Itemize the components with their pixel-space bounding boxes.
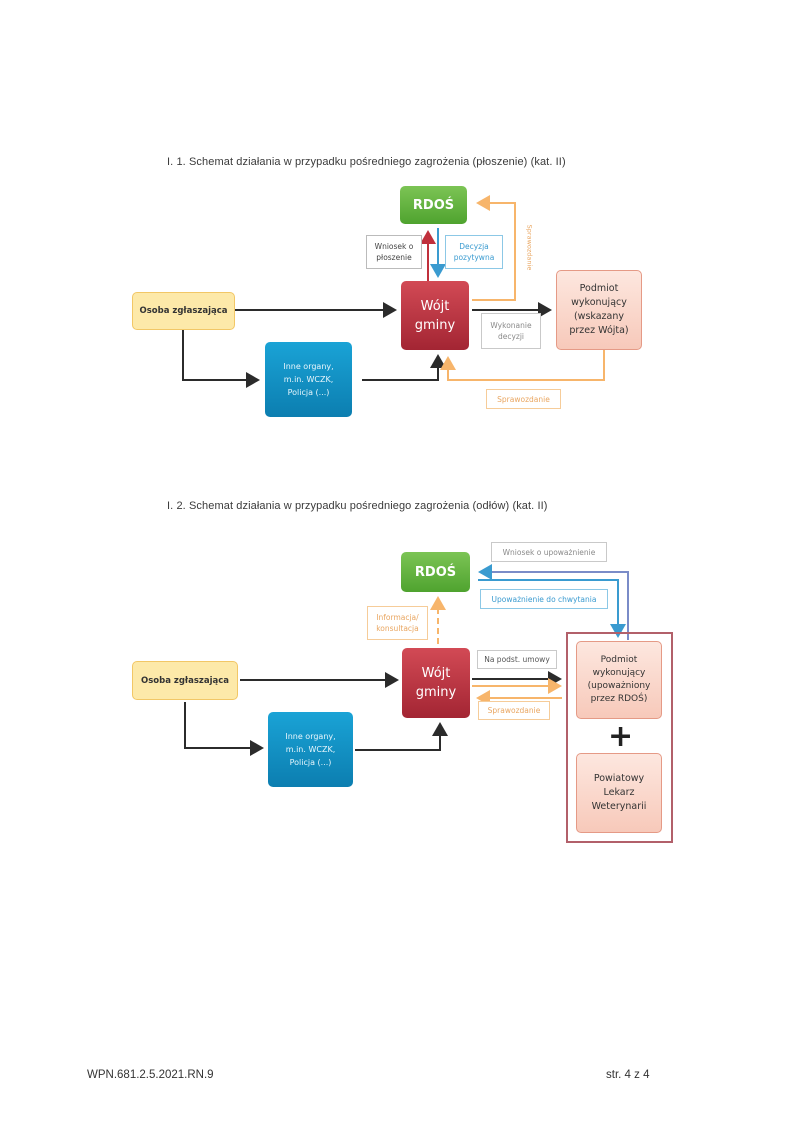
d2-podmiot-line4: przez RDOŚ) <box>590 694 648 704</box>
d1-sprawozdanie-vertical-label: Sprawozdanie <box>519 207 539 287</box>
d2-podmiot-box: Podmiot wykonujący (upoważniony przez RD… <box>576 641 662 719</box>
d2-inne-line2: m.in. WCZK, <box>285 745 336 754</box>
d1-rdos-box: RDOŚ <box>400 186 467 224</box>
d2-inne-line1: Inne organy, <box>285 732 336 741</box>
d2-inne-organy-box: Inne organy, m.in. WCZK, Policja (...) <box>268 712 353 787</box>
diagram1-title: I. 1. Schemat działania w przypadku pośr… <box>167 156 566 168</box>
d1-sprawozdanie-vertical-text: Sprawozdanie <box>525 224 534 270</box>
d2-arrows <box>184 564 629 756</box>
d2-lekarz-line3: Weterynarii <box>591 801 647 812</box>
d2-arrow-upowaznienie <box>478 579 626 638</box>
d2-lekarz-line1: Powiatowy <box>593 773 645 784</box>
d2-arrow-wniosek-upowaznienie <box>478 564 629 640</box>
d1-wykonanie-line2: decyzji <box>497 332 525 341</box>
d1-podmiot-box: Podmiot wykonujący (wskazany przez Wójta… <box>556 270 642 350</box>
d1-arrow-inne-wojt <box>362 354 446 381</box>
d1-sprawozdanie-text: Sprawozdanie <box>497 394 550 404</box>
d1-arrow-sprawozdanie-wojt <box>440 350 605 381</box>
d1-arrows <box>182 195 605 388</box>
d2-arrow-inne-wojt <box>355 722 448 751</box>
d2-informacja-label: Informacja/ konsultacja <box>367 606 428 640</box>
d2-arrow-osoba-inne <box>184 702 264 756</box>
d1-wykonanie-label: Wykonanie decyzji <box>481 313 541 349</box>
d1-osoba-zglaszajaca: Osoba zgłaszająca <box>132 292 235 330</box>
d1-decyzja-line2: pozytywna <box>453 253 495 262</box>
d1-inne-line1: Inne organy, <box>283 362 334 371</box>
d1-wykonanie-line1: Wykonanie <box>490 321 532 330</box>
footer-doc-id: WPN.681.2.5.2021.RN.9 <box>87 1069 214 1081</box>
d1-osoba-label: Osoba zgłaszająca <box>139 306 228 316</box>
footer-page-number: str. 4 z 4 <box>606 1069 650 1081</box>
d1-podmiot-line1: Podmiot <box>579 283 619 294</box>
d2-podmiot-line1: Podmiot <box>600 655 638 665</box>
d1-arrow-sprawozdanie-rdos <box>472 195 516 301</box>
d1-inne-line3: Policja (...) <box>287 388 330 397</box>
d1-wniosek-label: Wniosek o płoszenie <box>366 235 422 269</box>
d1-podmiot-line2: wykonujący <box>571 297 627 308</box>
d2-wniosek-upowaznienie-label: Wniosek o upoważnienie <box>491 542 607 562</box>
d1-wojt-line1: Wójt <box>420 298 450 314</box>
d2-osoba-zglaszajaca: Osoba zgłaszająca <box>132 661 238 700</box>
d1-wniosek-line1: Wniosek o <box>374 242 414 251</box>
d2-lekarz-box: Powiatowy Lekarz Weterynarii <box>576 753 662 833</box>
d1-wojt-box: Wójt gminy <box>401 281 469 350</box>
d2-executors-frame <box>566 632 673 843</box>
d1-wniosek-line2: płoszenie <box>376 253 412 262</box>
d1-podmiot-line4: przez Wójta) <box>569 325 629 336</box>
d1-inne-organy-box: Inne organy, m.in. WCZK, Policja (...) <box>265 342 352 417</box>
d2-plus-sign: + <box>608 719 634 754</box>
d1-inne-line2: m.in. WCZK, <box>283 375 334 384</box>
diagram2-title: I. 2. Schemat działania w przypadku pośr… <box>167 500 548 512</box>
d2-upowaznienie-text: Upoważnienie do chwytania <box>491 594 597 604</box>
d1-sprawozdanie-label: Sprawozdanie <box>486 389 561 409</box>
d2-informacja-line2: konsultacja <box>376 624 419 633</box>
d2-umowa-text: Na podst. umowy <box>484 655 550 664</box>
d2-podmiot-line2: wykonujący <box>592 668 646 678</box>
d1-podmiot-line3: (wskazany <box>573 311 625 322</box>
d1-decyzja-line1: Decyzja <box>459 242 489 251</box>
d1-decyzja-label: Decyzja pozytywna <box>445 235 503 269</box>
d2-inne-line3: Policja (...) <box>289 758 332 767</box>
d2-wojt-line1: Wójt <box>421 666 451 681</box>
d2-sprawozdanie-text: Sprawozdanie <box>487 706 541 715</box>
d2-sprawozdanie-label: Sprawozdanie <box>478 701 550 720</box>
d2-umowa-label: Na podst. umowy <box>477 650 557 669</box>
d2-wojt-box: Wójt gminy <box>402 648 470 718</box>
d2-osoba-label: Osoba zgłaszająca <box>141 675 229 686</box>
d2-wojt-line2: gminy <box>415 685 457 700</box>
d1-arrow-osoba-inne <box>182 330 260 388</box>
d1-wojt-line2: gminy <box>414 317 456 333</box>
d1-rdos-label: RDOŚ <box>412 197 455 213</box>
d2-podmiot-line3: (upoważniony <box>587 681 651 691</box>
d2-wniosek-upowaznienie-text: Wniosek o upoważnienie <box>502 547 596 557</box>
d2-rdos-label: RDOŚ <box>414 564 457 580</box>
d2-lekarz-line2: Lekarz <box>603 787 635 798</box>
d2-upowaznienie-label: Upoważnienie do chwytania <box>480 589 608 609</box>
d2-informacja-line1: Informacja/ <box>376 613 419 622</box>
d2-rdos-box: RDOŚ <box>401 552 470 592</box>
